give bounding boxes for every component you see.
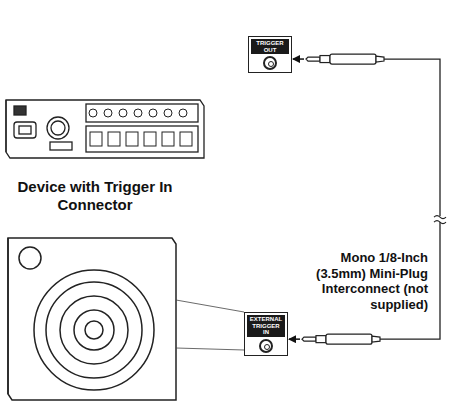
mini-plug xyxy=(306,54,384,64)
jack-socket xyxy=(259,339,273,353)
jack-socket xyxy=(263,56,277,70)
jack-panel: TRIGGER OUT xyxy=(248,36,292,73)
jack-panel: EXTERNAL TRIGGER IN xyxy=(244,312,288,356)
subwoofer xyxy=(8,238,176,400)
leader-line xyxy=(176,300,244,350)
jack-label: EXTERNAL TRIGGER IN xyxy=(247,315,285,337)
jack-label: TRIGGER OUT xyxy=(251,39,289,54)
receiver xyxy=(6,100,204,158)
device-label: Device with Trigger In Connector xyxy=(10,178,180,214)
cable-break xyxy=(434,216,446,224)
mini-plug xyxy=(302,334,380,344)
cable-label: Mono 1/8-Inch (3.5mm) Mini-Plug Intercon… xyxy=(300,250,428,312)
